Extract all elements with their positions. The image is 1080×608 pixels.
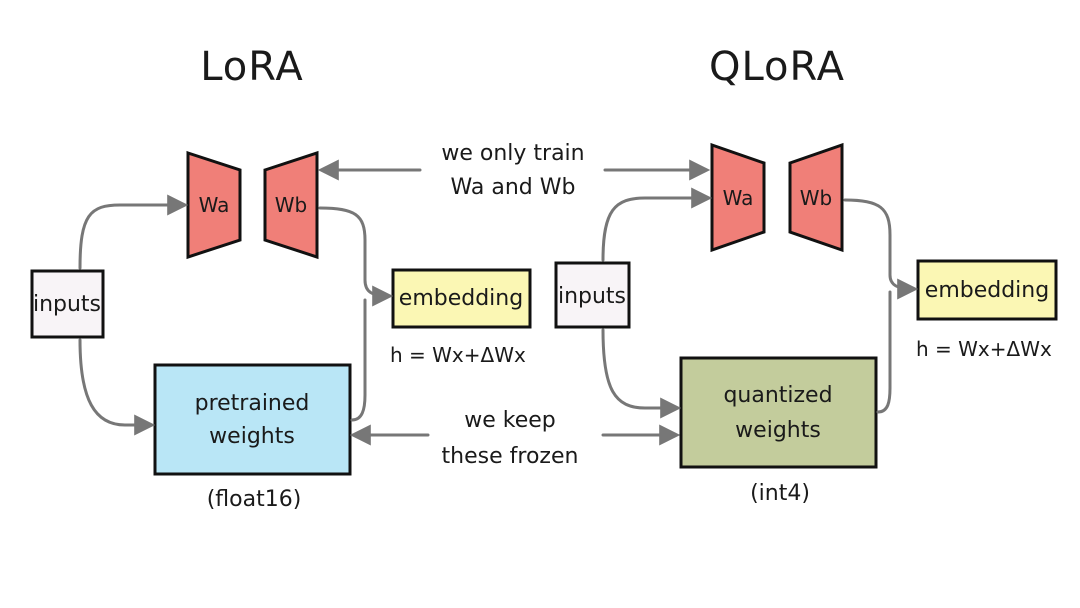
qlora-wb-adapter: Wb xyxy=(788,142,844,253)
lora-wa-label: Wa xyxy=(199,193,230,217)
qlora-inputs-box: inputs xyxy=(554,261,631,329)
lora-embedding-label: embedding xyxy=(399,286,523,311)
qlora-weights-to-embedding-arrow xyxy=(876,290,892,414)
qlora-wa-adapter: Wa xyxy=(710,142,766,253)
qlora-embedding-box: embedding xyxy=(916,259,1058,321)
qlora-precision: (int4) xyxy=(750,481,810,506)
qlora-quantized-weights-box: quantized weights xyxy=(679,356,878,469)
qlora-formula: h = Wx+ΔWx xyxy=(916,337,1052,361)
lora-precision: (float16) xyxy=(207,487,302,512)
qlora-weights-line2: weights xyxy=(735,418,821,443)
lora-inputs-to-wa-arrow xyxy=(78,194,189,270)
lora-wb-to-embedding-arrow xyxy=(318,206,394,307)
lora-formula: h = Wx+ΔWx xyxy=(390,343,526,367)
lora-inputs-to-weights-arrow xyxy=(78,338,156,436)
qlora-title: QLoRA xyxy=(709,44,845,90)
lora-inputs-box: inputs xyxy=(30,269,105,339)
qlora-inputs-to-weights-arrow xyxy=(601,328,682,419)
frozen-note-line2: these frozen xyxy=(442,444,579,469)
qlora-wb-to-embedding-arrow xyxy=(843,198,919,300)
lora-pretrained-weights-box: pretrained weights xyxy=(153,363,352,476)
frozen-note-line1: we keep xyxy=(464,408,556,433)
lora-weights-line1: pretrained xyxy=(195,391,310,416)
lora-wa-adapter: Wa xyxy=(186,150,242,260)
lora-wb-adapter: Wb xyxy=(263,150,319,260)
train-note-line2: Wa and Wb xyxy=(451,175,576,200)
lora-weights-to-embedding-arrow xyxy=(350,298,367,422)
lora-title: LoRA xyxy=(200,44,304,90)
qlora-inputs-to-wa-arrow xyxy=(601,187,713,262)
lora-inputs-label: inputs xyxy=(33,292,101,317)
qlora-embedding-label: embedding xyxy=(925,278,1049,303)
qlora-inputs-label: inputs xyxy=(558,284,626,309)
train-note-line1: we only train xyxy=(441,141,584,166)
qlora-wb-label: Wb xyxy=(800,186,832,210)
lora-embedding-box: embedding xyxy=(391,268,532,329)
lora-weights-line2: weights xyxy=(209,424,295,449)
lora-wb-label: Wb xyxy=(275,193,307,217)
qlora-wa-label: Wa xyxy=(723,186,754,210)
qlora-weights-line1: quantized xyxy=(723,383,832,408)
